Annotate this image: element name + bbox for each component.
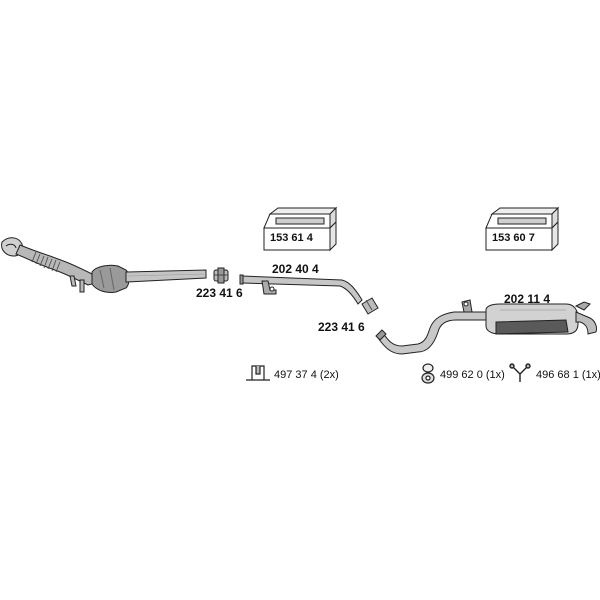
kit-box-rear — [485, 206, 560, 252]
clamp-front-label: 223 41 6 — [196, 286, 243, 300]
rear-pipe-silencer — [375, 299, 597, 355]
y-hanger-icon — [509, 363, 531, 382]
kit-box-front — [263, 206, 338, 252]
clamp-middle-label: 223 41 6 — [318, 320, 365, 334]
rear-silencer-label: 202 11 4 — [504, 292, 551, 306]
kit-box-front-label: 153 61 4 — [270, 232, 313, 244]
kit-box-rear-label: 153 60 7 — [492, 232, 535, 244]
front-pipe-catalytic-converter — [1, 237, 207, 293]
mount-bracket-icon — [246, 365, 270, 381]
rubber-ring-icon — [421, 363, 435, 384]
rubber-ring-label: 499 62 0 (1x) — [440, 369, 505, 381]
middle-pipe — [239, 274, 363, 305]
y-hanger-label: 496 68 1 (1x) — [536, 369, 600, 381]
mount-bracket-label: 497 37 4 (2x) — [274, 369, 339, 381]
clamp-front — [213, 267, 229, 284]
clamp-middle — [361, 297, 379, 315]
middle-pipe-label: 202 40 4 — [272, 262, 319, 276]
